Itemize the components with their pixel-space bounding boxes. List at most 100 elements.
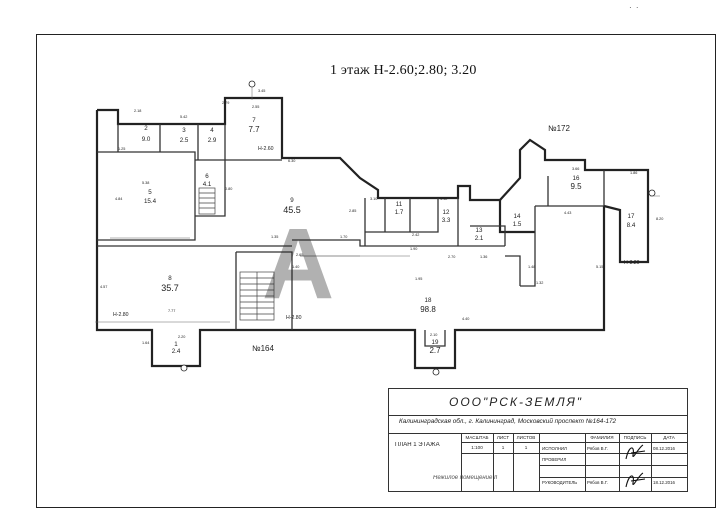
room-18-area: 98.8 [420,305,436,314]
svg-text:2.70: 2.70 [448,255,455,259]
height-label-320: Н-3.20 [624,260,640,266]
stamp-sheets: 1 [524,445,528,450]
height-label-280-left: Н-2.80 [113,312,129,318]
room-14-number: 14 [514,213,521,220]
svg-text:2.10: 2.10 [430,333,437,337]
room-12-area: 3.3 [442,217,451,224]
svg-text:4.57: 4.57 [100,285,107,289]
svg-text:7.77: 7.77 [168,309,175,313]
svg-text:1.36: 1.36 [480,255,487,259]
inner-walls [97,124,605,347]
room-4-area: 2.9 [208,137,217,144]
height-labels: Н-2.60 Н-2.80 Н-2.80 Н-3.20 [113,146,640,321]
floor-title: 1 этаж Н-2.60;2.80; 3.20 [330,63,477,78]
room-1-area: 2.4 [172,348,181,355]
svg-text:4.43: 4.43 [564,211,571,215]
room-17-area: 8.4 [627,222,636,229]
room-8-area: 35.7 [161,283,179,293]
room-19-number: 19 [432,339,439,346]
svg-text:3.10: 3.10 [370,197,377,201]
svg-text:1.70: 1.70 [340,235,347,239]
svg-text:1.42: 1.42 [440,197,447,201]
svg-text:1.25: 1.25 [118,147,125,151]
stamp-row3-date: 18.12.2016 [653,480,675,485]
stamp-address: Калининградская обл., г. Калининград, Мо… [399,418,617,425]
room-13-area: 2.1 [475,235,484,242]
room-9-area: 45.5 [283,205,301,215]
svg-text:3.45: 3.45 [258,89,265,93]
drawing-frame [36,34,716,508]
stamp-col-sheet: ЛИСТ [496,435,510,440]
stamp-col-date: ДАТА [663,435,675,440]
axis-markers [180,80,656,376]
dimension-lines [95,84,660,323]
room-6-number: 6 [205,173,209,180]
svg-text:2.65: 2.65 [296,253,303,257]
height-label-260: Н-2.60 [258,146,274,152]
outer-wall-top [97,96,650,264]
signature-2 [625,472,646,488]
svg-text:0.80: 0.80 [225,187,232,191]
svg-text:1.64: 1.64 [142,341,149,345]
svg-text:1.95: 1.95 [415,277,422,281]
svg-text:2.85: 2.85 [349,209,356,213]
inner-notch [498,200,535,234]
stamp-scale: 1:100 [471,445,483,450]
svg-text:1.35: 1.35 [271,235,278,239]
room-14-area: 1.5 [513,221,522,228]
room-2-number: 2 [144,125,148,132]
stamp-company: ООО"РСК-ЗЕМЛЯ" [449,395,584,409]
outer-wall-left [95,110,606,370]
room-8-number: 8 [168,275,172,282]
svg-text:5.15: 5.15 [596,265,603,269]
watermark: A [262,208,334,320]
room-1-number: 1 [174,341,178,348]
room-labels: 2 9.0 3 2.5 4 2.9 7 7.7 5 15.4 6 4.1 9 4… [142,117,636,355]
stamp-sheet: 1 [501,445,505,450]
stamp-row1-name: Рябов В.Г. [587,446,608,451]
stamp-subtitle: Нежилое помещение II [433,475,498,481]
room-11-number: 11 [396,201,403,208]
svg-text:2.55: 2.55 [252,105,259,109]
svg-text:4.40: 4.40 [462,317,469,321]
building-label-164: №164 [252,344,274,353]
svg-text:1.40: 1.40 [292,265,299,269]
room-4-number: 4 [210,127,214,134]
corner-mark: · · [629,3,640,12]
room-18-number: 18 [425,297,432,304]
stamp-plan-name: ПЛАН 1 ЭТАЖА [395,442,440,448]
stamp-col-sign: ПОДПИСЬ [623,435,647,440]
svg-text:2.20: 2.20 [178,335,185,339]
room-9-number: 9 [290,197,294,204]
svg-text:8.20: 8.20 [656,217,663,221]
room-16-area: 9.5 [570,182,582,191]
stamp-col-name: ФАМИЛИЯ [590,435,614,440]
room-13-number: 13 [476,227,483,234]
stamp-row3-role: РУКОВОДИТЕЛЬ [542,480,578,485]
room-7-number: 7 [252,117,256,124]
room-5-area: 15.4 [144,198,157,205]
room-11-area: 1.7 [395,209,404,216]
room-19-area: 2.7 [429,346,441,355]
svg-text:1.32: 1.32 [536,281,543,285]
svg-text:6.30: 6.30 [288,159,295,163]
stamp-col-sheets: ЛИСТОВ [516,435,536,440]
room-6-area: 4.1 [203,181,212,188]
svg-text:2.42: 2.42 [412,233,419,237]
title-block: ООО"РСК-ЗЕМЛЯ" Калининградская обл., г. … [388,388,688,492]
svg-text:3.66: 3.66 [572,167,579,171]
outer-walls [95,96,650,370]
svg-text:1.48: 1.48 [528,265,535,269]
room-3-number: 3 [182,127,186,134]
room-16-number: 16 [573,175,580,182]
svg-text:5.38: 5.38 [142,181,149,185]
building-label-172: №172 [548,124,570,133]
svg-text:2.79: 2.79 [222,101,229,105]
stamp-row2-role: ПРОВЕРИЛ [542,457,567,462]
dimension-labels: 3.45 2.55 2.18 5.42 1.25 5.38 4.84 2.85 … [100,89,663,345]
stamp-row3-name: Рябов В.Г. [587,480,608,485]
room-7-area: 7.7 [248,125,260,134]
staircase [198,187,275,321]
